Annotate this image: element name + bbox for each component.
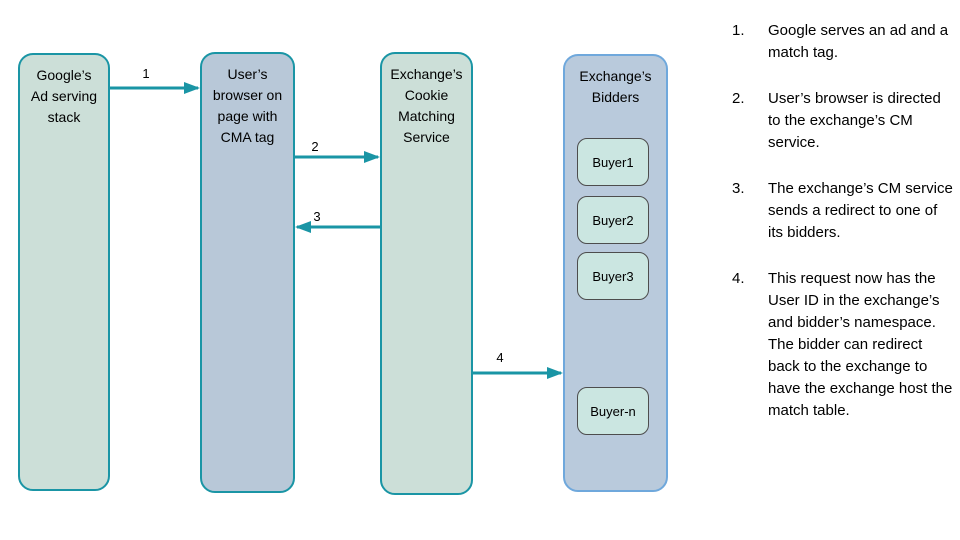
- buyer-box-n: Buyer-n: [577, 387, 649, 435]
- step-number: 1.: [732, 22, 745, 39]
- step-text: User’s browser is directed to the exchan…: [768, 90, 941, 151]
- buyer-label: Buyer-n: [590, 403, 636, 419]
- arrow-2-label: 2: [311, 139, 319, 154]
- node-label: Google’s Ad serving stack: [30, 67, 98, 125]
- step-text: Google serves an ad and a match tag.: [768, 22, 949, 61]
- arrow-1-label: 1: [142, 66, 150, 81]
- node-label: Exchange’s Cookie Matching Service: [390, 66, 463, 145]
- buyer-box-1: Buyer1: [577, 138, 649, 186]
- step-text: This request now has the User ID in the …: [768, 270, 953, 419]
- node-cookie-matching-service: Exchange’s Cookie Matching Service: [380, 52, 473, 495]
- buyer-box-3: Buyer3: [577, 252, 649, 300]
- buyer-box-2: Buyer2: [577, 196, 649, 244]
- buyer-label: Buyer2: [592, 212, 634, 228]
- node-label: Exchange’s Bidders: [579, 68, 652, 105]
- step-number: 2.: [732, 90, 745, 107]
- step-item-4: 4. This request now has the User ID in t…: [732, 268, 954, 422]
- buyer-label: Buyer1: [592, 154, 634, 170]
- step-number: 4.: [732, 270, 745, 287]
- step-item-1: 1. Google serves an ad and a match tag.: [732, 20, 954, 64]
- buyer-label: Buyer3: [592, 268, 634, 284]
- node-exchange-bidders: Exchange’s Bidders Buyer1 Buyer2 Buyer3 …: [563, 54, 668, 492]
- node-user-browser: User’s browser on page with CMA tag: [200, 52, 295, 493]
- node-google-ad-stack: Google’s Ad serving stack: [18, 53, 110, 491]
- node-label: User’s browser on page with CMA tag: [212, 66, 283, 145]
- step-item-3: 3. The exchange’s CM service sends a red…: [732, 178, 954, 244]
- steps-list: 1. Google serves an ad and a match tag. …: [726, 20, 954, 446]
- step-item-2: 2. User’s browser is directed to the exc…: [732, 88, 954, 154]
- step-number: 3.: [732, 180, 745, 197]
- step-text: The exchange’s CM service sends a redire…: [768, 180, 953, 241]
- arrow-3-label: 3: [313, 209, 321, 224]
- arrow-4-label: 4: [496, 350, 504, 365]
